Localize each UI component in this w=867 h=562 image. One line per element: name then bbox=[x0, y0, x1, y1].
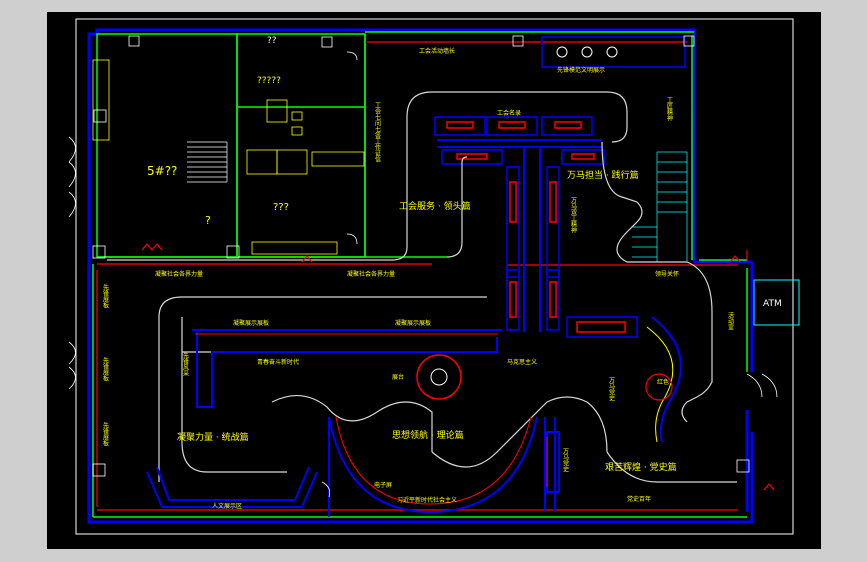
cad-viewport[interactable]: 5#?? ? ????? ??? ?? 工会活动墙长 工会名录 工会服务 · 领… bbox=[47, 12, 821, 549]
hall-display-right-label: 凝聚展示展板 bbox=[395, 319, 431, 327]
corridor-right-label: 领导关怀 bbox=[655, 270, 679, 278]
bottom-left-label: 人文展示区 bbox=[212, 502, 242, 510]
corridor-left-label: 凝聚社会各界力量 bbox=[155, 270, 203, 278]
central-arc bbox=[328, 416, 538, 514]
stairs-left bbox=[187, 141, 228, 183]
top-qq-label: ?? bbox=[267, 36, 277, 46]
bottom-right-label: 党史百年 bbox=[627, 495, 651, 503]
hall-red-lines bbox=[195, 333, 548, 487]
top-circles bbox=[556, 46, 618, 58]
atm-label: ATM bbox=[763, 299, 782, 309]
stairs-right bbox=[632, 151, 688, 263]
atm-box bbox=[753, 279, 800, 326]
floor-plan-drawing: 5#?? ? ????? ??? ?? 工会活动墙长 工会名录 工会服务 · 领… bbox=[68, 18, 800, 535]
section-thought-title: 思想领航 · 理论篇 bbox=[392, 429, 464, 441]
visitor-path bbox=[107, 91, 737, 483]
center-emblem bbox=[416, 354, 462, 400]
top-right-display-label: 先锋模范文明展示 bbox=[557, 66, 605, 74]
pillars bbox=[92, 35, 750, 477]
union-service-title: 工会服务 · 领头篇 bbox=[399, 200, 471, 212]
red-fills bbox=[446, 121, 626, 333]
screen-label: 电子屏 bbox=[374, 481, 392, 489]
left-column-label-c: 先锋展板 bbox=[102, 421, 109, 447]
hall-display-walls bbox=[146, 329, 560, 517]
doors bbox=[68, 51, 778, 498]
wanma-history2-label: 万马党史 bbox=[562, 448, 569, 473]
section-cohesion-title: 凝聚力量 · 统战篇 bbox=[177, 431, 249, 443]
left-column-label-a: 先锋展板 bbox=[102, 283, 109, 309]
union-left-column-label: 工会七问七答工作证信 bbox=[374, 102, 381, 163]
hall-display-left-label: 凝聚展示展板 bbox=[233, 319, 269, 327]
room-5-label: 5#?? bbox=[147, 164, 177, 178]
union-wall-label: 工会活动墙长 bbox=[419, 47, 455, 55]
wanma-vertical-label: 万马双工精神 bbox=[570, 197, 577, 234]
right-outer-vertical-label: 活动室 bbox=[727, 311, 734, 330]
bottom-arc-label: 习近平新时代社会主义 bbox=[397, 496, 457, 504]
room-q-label: ? bbox=[205, 214, 211, 227]
center-hall-label: 展台 bbox=[392, 373, 404, 381]
wanma-title: 万马担当 · 践行篇 bbox=[567, 169, 639, 181]
room-qqq-label: ??? bbox=[273, 202, 289, 213]
room-qqqqq-label: ????? bbox=[257, 76, 281, 86]
hall-vertical-left-label: 先锋风采 bbox=[182, 351, 189, 377]
quote-ring-label: 红色 bbox=[657, 378, 669, 386]
inner-walls bbox=[92, 31, 748, 518]
drawing-border bbox=[75, 18, 794, 535]
markers bbox=[141, 243, 775, 491]
wanma-history-label: 万马党史 bbox=[608, 377, 615, 402]
exterior-walls bbox=[87, 28, 754, 524]
marx-label: 马克思主义 bbox=[507, 358, 537, 366]
display-cases bbox=[434, 36, 686, 338]
right-side-vertical-label: 工匠精神 bbox=[666, 97, 673, 122]
right-curved-wall bbox=[645, 316, 682, 443]
section-history-title: 艰苦辉煌 · 党史篇 bbox=[605, 461, 677, 473]
corridor-mid-label: 凝聚社会各界力量 bbox=[347, 270, 395, 278]
left-column-label-b: 先锋展板 bbox=[102, 356, 109, 382]
t-structure bbox=[437, 139, 602, 332]
hall-mid-label: 青春奋斗新时代 bbox=[257, 358, 299, 366]
office-furniture bbox=[92, 59, 365, 255]
red-partitions bbox=[96, 41, 748, 511]
union-title-label: 工会名录 bbox=[497, 109, 521, 117]
